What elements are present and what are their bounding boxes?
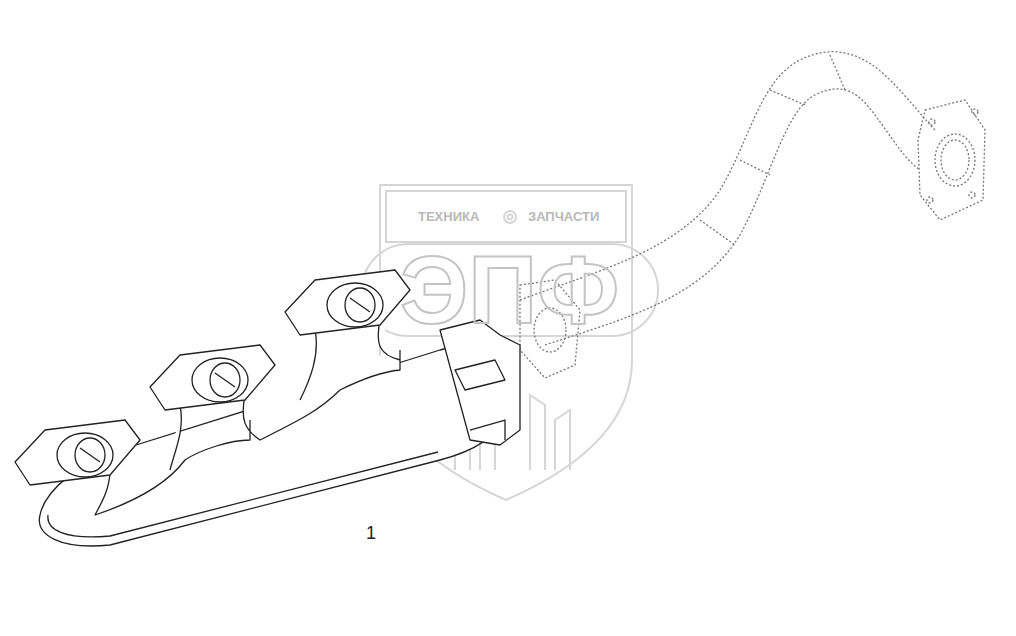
watermark-logo: ЭПФ [400,242,619,338]
callout-number: 1 [366,524,376,542]
watermark-text: ЗАПЧАСТИ [528,210,599,223]
watermark-text: ТЕХНИКА [418,210,479,223]
